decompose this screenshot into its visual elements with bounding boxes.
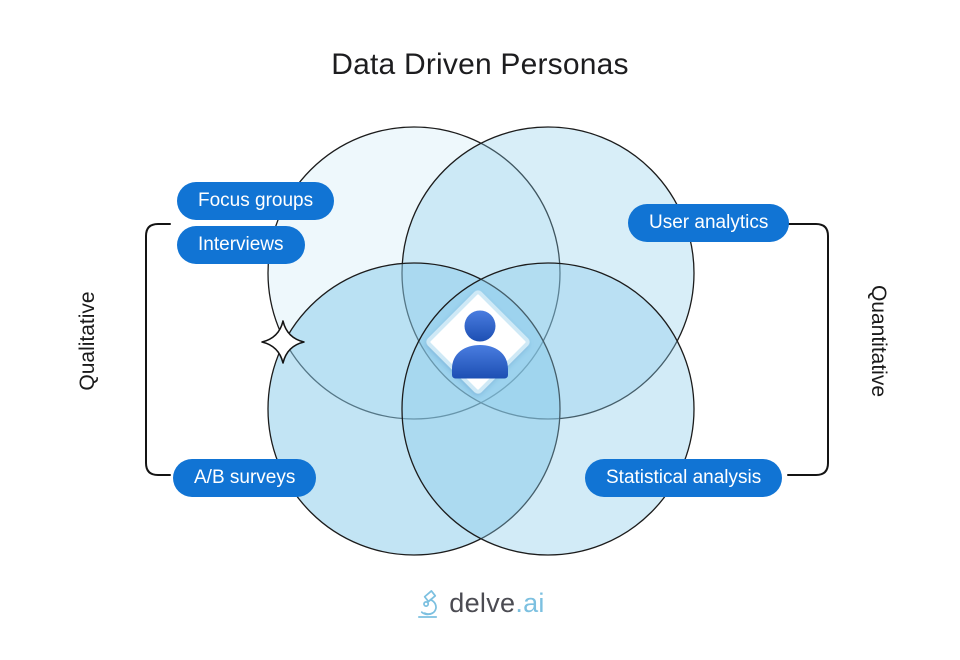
venn-circle-quantitative-bottom: [401, 262, 695, 556]
delve-ai-logo[interactable]: delve.ai: [0, 588, 960, 619]
brand-tld: .ai: [515, 588, 545, 618]
qualitative-bracket: [145, 223, 171, 476]
microscope-icon: [418, 590, 438, 618]
qualitative-label: Qualitative: [76, 291, 99, 391]
sparkle-icon: [261, 320, 305, 364]
persona-center-badge: [426, 290, 530, 394]
tag-ab-surveys: A/B surveys: [173, 459, 317, 497]
quantitative-label: Quantitative: [867, 284, 890, 398]
quantitative-bracket: [787, 223, 829, 476]
page-title: Data Driven Personas: [331, 48, 629, 81]
tag-focus-groups: Focus groups: [177, 182, 335, 220]
tag-user-analytics: User analytics: [628, 204, 790, 242]
brand-name: delve: [449, 588, 516, 618]
tag-statistical-analysis: Statistical analysis: [585, 459, 783, 497]
person-icon: [452, 310, 509, 379]
brand-wordmark: delve.ai: [449, 588, 544, 619]
tag-interviews: Interviews: [177, 226, 305, 264]
